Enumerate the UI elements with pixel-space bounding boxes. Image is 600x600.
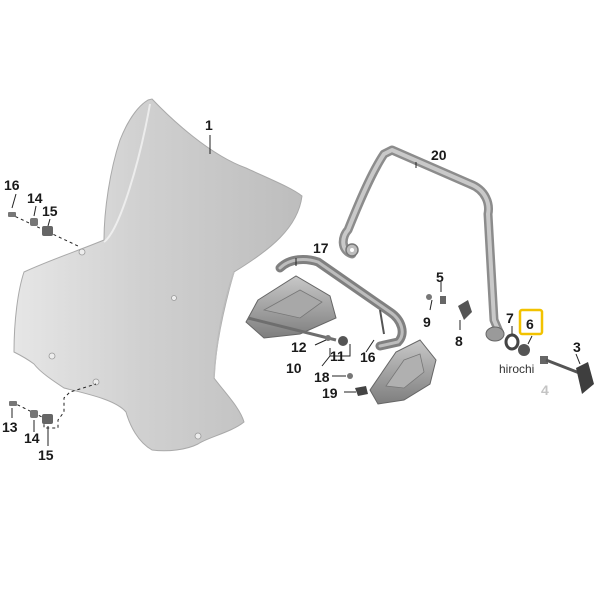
mount-hole-bottom: [194, 432, 202, 440]
hardware-lower-left: [9, 383, 97, 429]
callout-14-lower: 14: [24, 430, 40, 446]
callout-7: 7: [506, 310, 514, 326]
highlight-box: [518, 308, 544, 336]
grommet-15: [42, 226, 53, 236]
mount-hole-left: [48, 352, 56, 360]
washer-14: [30, 218, 38, 226]
carrier-frame-17: [245, 255, 437, 405]
callout-1: 1: [205, 117, 213, 133]
callout-4: 4: [541, 382, 549, 398]
mount-hole-upper: [78, 248, 86, 256]
callout-3: 3: [573, 339, 581, 355]
hardware-right: [426, 294, 472, 320]
callout-9: 9: [423, 314, 431, 330]
mount-hole-lower: [92, 378, 100, 386]
callout-17: 17: [313, 240, 329, 256]
callout-20: 20: [431, 147, 447, 163]
windshield: [13, 98, 303, 452]
grommet-15b: [42, 414, 53, 424]
leader-dashed-lower: [11, 383, 97, 429]
callout-8: 8: [455, 333, 463, 349]
hardware-center: [325, 309, 385, 396]
callout-10: 10: [286, 360, 302, 376]
washer-14b: [30, 410, 38, 418]
callout-12: 12: [291, 339, 307, 355]
callout-13: 13: [2, 419, 18, 435]
screw-16: [8, 212, 16, 217]
callout-15-upper: 15: [42, 203, 58, 219]
knob-assembly: [504, 333, 594, 394]
mount-hole-center: [171, 295, 177, 301]
hardware-upper-left: [8, 212, 79, 247]
callout-5: 5: [436, 269, 444, 285]
callout-6: 6: [526, 316, 534, 332]
callout-16-left: 16: [4, 177, 20, 193]
callout-16-center: 16: [360, 349, 376, 365]
callout-15-lower: 15: [38, 447, 54, 463]
callout-19: 19: [322, 385, 338, 401]
callout-14-upper: 14: [27, 190, 43, 206]
callout-11: 11: [330, 348, 345, 364]
callout-18: 18: [314, 369, 330, 385]
bracket-20: [338, 145, 505, 342]
screw-13: [9, 401, 17, 406]
watermark: hirochi: [499, 362, 534, 376]
leader-lines: [11, 135, 581, 446]
